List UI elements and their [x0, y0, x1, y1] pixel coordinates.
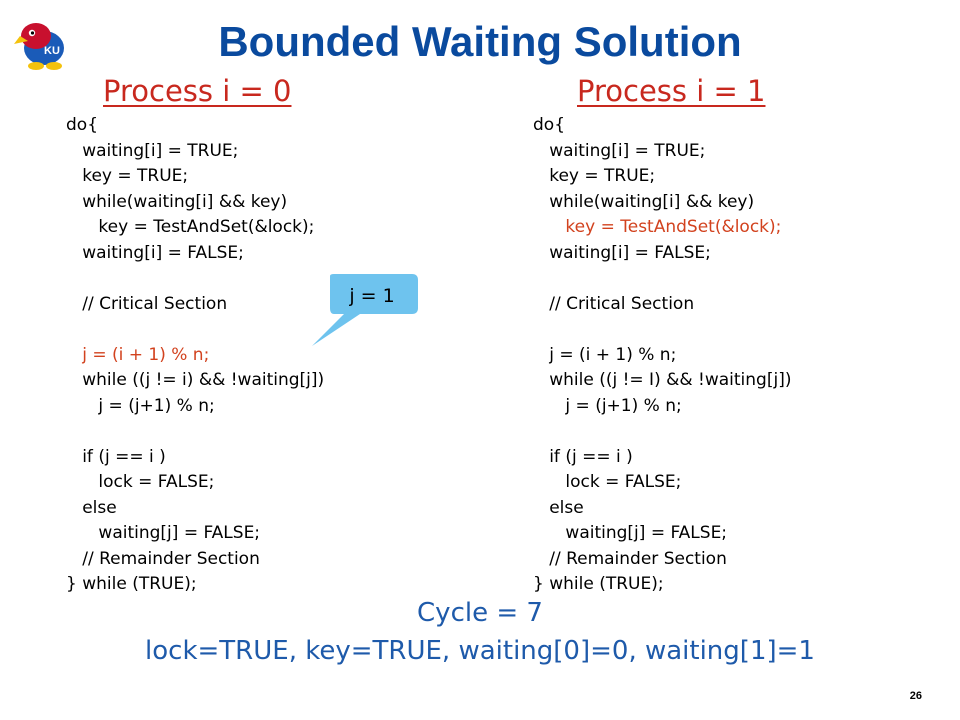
process0-code-line: j = (j+1) % n; [66, 395, 215, 416]
process-0-code: do{ waiting[i] = TRUE; key = TRUE; while… [66, 113, 324, 598]
process0-code-line: else [66, 497, 117, 518]
process0-code-line [66, 266, 324, 292]
process1-code-line: j = (i + 1) % n; [533, 344, 677, 365]
callout-bubble [312, 274, 418, 346]
process1-code-line: waiting[i] = TRUE; [533, 140, 706, 161]
state-summary: lock=TRUE, key=TRUE, waiting[0]=0, waiti… [145, 636, 815, 666]
process0-code-line: waiting[i] = TRUE; [66, 140, 239, 161]
process0-code-line: lock = FALSE; [66, 472, 215, 492]
process0-code-line: // Critical Section [66, 293, 228, 314]
process0-code-line [66, 419, 324, 445]
process-1-heading: Process i = 1 [577, 74, 766, 108]
slide-title: Bounded Waiting Solution [218, 18, 742, 65]
process1-code-line: waiting[i] = FALSE; [533, 242, 711, 263]
process1-code-line: if (j == i ) [533, 446, 633, 467]
process1-code-line: // Remainder Section [533, 548, 727, 569]
process0-code-line: // Remainder Section [66, 548, 260, 569]
process1-code-line: while ((j != I) && !waiting[j]) [533, 370, 792, 390]
process-1-code: do{ waiting[i] = TRUE; key = TRUE; while… [533, 113, 791, 598]
process0-code-line: key = TestAndSet(&lock); [66, 217, 315, 237]
process1-code-line: key = TRUE; [533, 166, 656, 186]
process0-code-line: waiting[i] = FALSE; [66, 242, 244, 263]
process0-code-line: while(waiting[i] && key) [66, 191, 288, 212]
process-0-heading: Process i = 0 [103, 74, 292, 108]
process0-code-line [66, 317, 324, 343]
process1-code-line [533, 317, 791, 343]
process1-code-line: waiting[j] = FALSE; [533, 523, 728, 543]
process0-code-line: if (j == i ) [66, 446, 166, 467]
process0-code-line: while ((j != i) && !waiting[j]) [66, 370, 325, 390]
process1-code-line: // Critical Section [533, 293, 695, 314]
callout-text: j = 1 [349, 285, 395, 307]
process0-code-line: } while (TRUE); [66, 574, 197, 594]
svg-text:KU: KU [44, 45, 60, 57]
process1-code-line: lock = FALSE; [533, 472, 682, 492]
process1-code-line: do{ [533, 115, 566, 135]
jayhawk-logo-icon: KU [14, 23, 64, 70]
process0-code-line: waiting[j] = FALSE; [66, 523, 261, 543]
process1-code-line: while(waiting[i] && key) [533, 191, 755, 212]
process0-code-line: j = (i + 1) % n; [66, 344, 210, 365]
process1-code-line: else [533, 497, 584, 518]
process1-code-line [533, 419, 791, 445]
process1-code-line [533, 266, 791, 292]
process0-code-line: key = TRUE; [66, 166, 189, 186]
process1-code-line: j = (j+1) % n; [533, 395, 682, 416]
process0-code-line: do{ [66, 115, 99, 135]
page-number: 26 [909, 690, 922, 702]
cycle-label: Cycle = 7 [417, 598, 543, 628]
process1-code-line: key = TestAndSet(&lock); [533, 217, 782, 237]
process1-code-line: } while (TRUE); [533, 574, 664, 594]
